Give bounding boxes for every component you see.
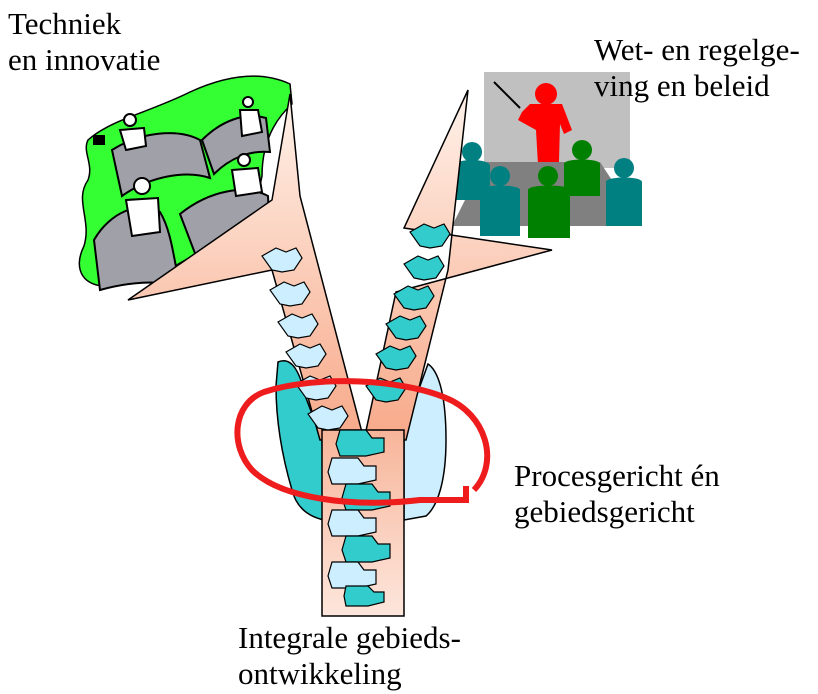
label-process-area-oriented: Procesgericht én gebiedsgericht [514,458,720,530]
label-technique-innovation: Techniek en innovatie [8,6,160,78]
label-legislation-policy: Wet- en regelge- ving en beleid [594,32,800,104]
label-integrated-area-development: Integrale gebieds- ontwikkeling [238,620,461,692]
